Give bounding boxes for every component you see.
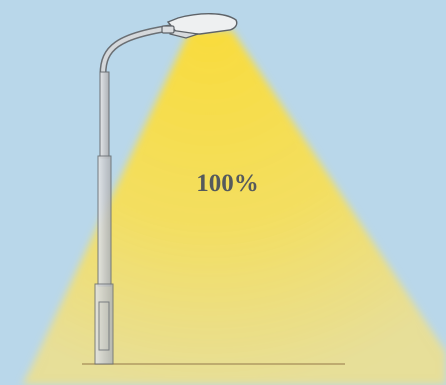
lamp-pole-middle <box>98 156 111 286</box>
light-level-label: 100% <box>170 170 285 198</box>
light-beam <box>22 30 446 385</box>
lamp-pole-upper <box>100 72 109 158</box>
lamp-pole-base <box>95 284 113 364</box>
